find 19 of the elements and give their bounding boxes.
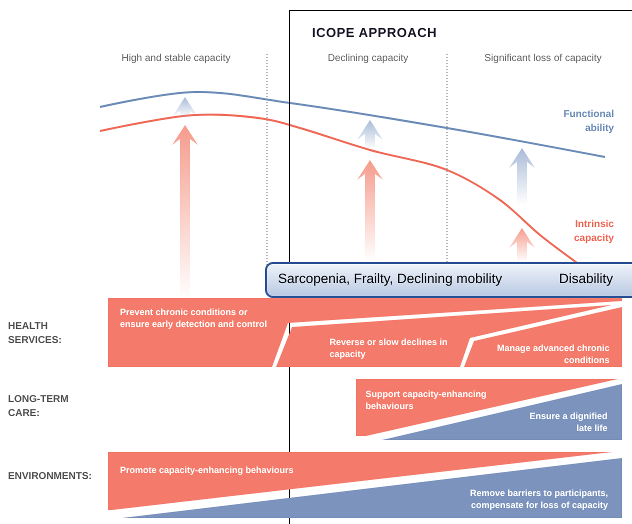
curve-label: Functional ability bbox=[562, 108, 614, 136]
band-text: Promote capacity-enhancing behaviours bbox=[120, 464, 295, 476]
row-label: HEALTH SERVICES: bbox=[8, 320, 63, 348]
phase-heading: High and stable capacity bbox=[120, 52, 232, 66]
curve-label: Intrinsic capacity bbox=[572, 218, 614, 246]
row-label: LONG-TERM CARE: bbox=[8, 393, 70, 421]
condition-banner bbox=[265, 262, 632, 298]
band-text: Ensure a dignified late life bbox=[528, 410, 608, 434]
band-text: Remove barriers to participants, compensate for loss of capacity bbox=[468, 487, 608, 511]
frame-title: ICOPE APPROACH bbox=[312, 25, 437, 40]
row-label: ENVIRONMENTS: bbox=[8, 470, 93, 484]
band-text: Reverse or slow declines in capacity bbox=[330, 336, 449, 360]
banner-text: Disability bbox=[559, 271, 614, 286]
phase-heading: Significant loss of capacity bbox=[483, 52, 603, 66]
band-text: Support capacity-enhancing behaviours bbox=[366, 388, 488, 412]
banner-text: Sarcopenia, Frailty, Declining mobility bbox=[278, 271, 502, 286]
phase-heading: Declining capacity bbox=[326, 52, 410, 66]
band-text: Prevent chronic conditions or ensure early detection and control bbox=[120, 306, 268, 330]
band-text: Manage advanced chronic conditions bbox=[496, 342, 610, 366]
